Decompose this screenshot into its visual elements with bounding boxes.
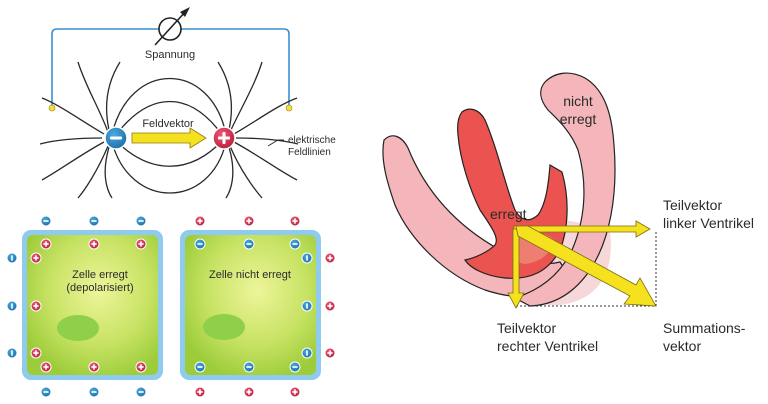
negative-ion <box>6 347 18 359</box>
field-lines-label-2: Feldlinien <box>288 147 331 158</box>
left-ventricle-wall <box>513 72 616 307</box>
positive-ion <box>243 215 255 227</box>
negative-ion <box>135 386 147 398</box>
right-ventricle-vector-label-2: rechter Ventrikel <box>497 338 598 354</box>
cell-excited-label-2: (depolarisiert) <box>66 282 133 294</box>
cytoplasm <box>27 235 158 375</box>
negative-ion <box>194 361 206 373</box>
negative-ion <box>88 386 100 398</box>
negative-ion <box>40 386 52 398</box>
not-excited-label-2: erregt <box>560 111 597 127</box>
positive-ion <box>324 347 336 359</box>
negative-ion <box>6 252 18 264</box>
negative-ion <box>289 361 301 373</box>
cell-not-excited-label: Zelle nicht erregt <box>209 269 291 281</box>
voltmeter-icon <box>154 7 190 46</box>
nucleus <box>203 314 245 340</box>
negative-ion <box>40 215 52 227</box>
negative-ion <box>135 215 147 227</box>
cell-excited-label-1: Zelle erregt <box>72 269 128 281</box>
positive-ion <box>324 252 336 264</box>
right-electrode-contact <box>285 104 293 112</box>
positive-ion <box>243 386 255 398</box>
field-diagram: Spannung elektr <box>39 7 336 199</box>
cytoplasm <box>185 235 316 375</box>
field-vector-arrow <box>131 127 207 149</box>
left-ventricle-vector-label-2: linker Ventrikel <box>663 215 754 231</box>
field-lines-label-1: elektrische <box>288 135 336 146</box>
plus-icon <box>222 132 226 144</box>
right-ventricle-vector-label-1: Teilvektor <box>497 320 556 336</box>
positive-ion <box>30 347 42 359</box>
positive-ion <box>88 238 100 250</box>
field-vector-label: Feldvektor <box>142 118 194 130</box>
negative-ion <box>243 361 255 373</box>
not-excited-label-1: nicht <box>563 93 593 109</box>
field-lines <box>39 61 299 199</box>
right-ventricle-vector-arrow <box>507 228 525 309</box>
positive-ion <box>88 361 100 373</box>
positive-ion <box>289 386 301 398</box>
summation-vector-arrow <box>515 225 657 307</box>
positive-ion <box>40 238 52 250</box>
excited-label: erregt <box>490 206 527 222</box>
positive-ion <box>30 300 42 312</box>
summation-vector-label-1: Summations- <box>663 320 746 336</box>
negative-ion <box>243 238 255 250</box>
positive-charge <box>212 126 236 150</box>
cell-excited: Zelle erregt (depolarisiert) <box>6 215 163 398</box>
positive-ion <box>135 238 147 250</box>
positive-ion <box>194 215 206 227</box>
left-electrode-contact <box>48 104 56 112</box>
nucleus <box>57 315 99 341</box>
voltage-label: Spannung <box>145 49 195 61</box>
positive-ion <box>135 361 147 373</box>
negative-ion <box>194 238 206 250</box>
positive-ion <box>30 252 42 264</box>
negative-ion <box>301 300 313 312</box>
left-ventricle-vector-label-1: Teilvektor <box>663 197 722 213</box>
heart-diagram: nicht erregt erregt Teilvektor linker Ve… <box>382 72 754 354</box>
minus-icon <box>110 136 122 140</box>
summation-vector-label-2: vektor <box>663 338 701 354</box>
negative-ion <box>301 252 313 264</box>
cell-not-excited: Zelle nicht erregt <box>180 215 336 398</box>
positive-ion <box>194 386 206 398</box>
positive-ion <box>40 361 52 373</box>
negative-ion <box>6 300 18 312</box>
field-lines-pointer <box>267 139 284 147</box>
positive-ion <box>324 300 336 312</box>
negative-charge <box>104 126 128 150</box>
negative-ion <box>88 215 100 227</box>
positive-ion <box>289 215 301 227</box>
negative-ion <box>301 347 313 359</box>
negative-ion <box>289 238 301 250</box>
